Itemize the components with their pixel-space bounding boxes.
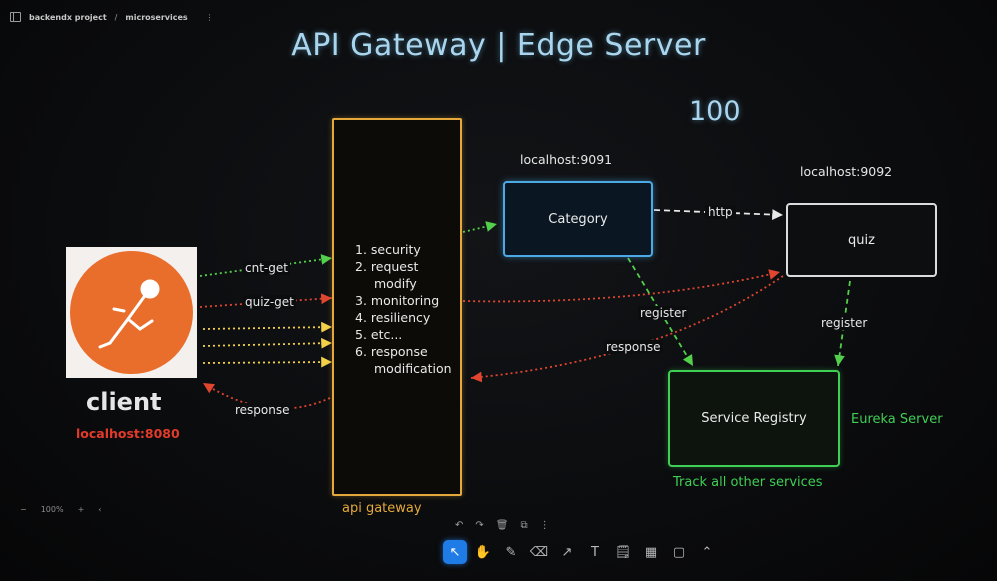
api-gateway-box[interactable] — [332, 118, 462, 496]
registry-caption: Track all other services — [673, 475, 823, 490]
edge-response-mid — [470, 275, 784, 383]
delete-icon[interactable]: 🗑 — [495, 520, 509, 531]
breadcrumb: backendx project / microservices ⋮ — [10, 8, 214, 26]
quiz-host: localhost:9092 — [800, 164, 893, 179]
service-registry-label: Service Registry — [701, 411, 807, 426]
gateway-feature: 2. request — [355, 259, 419, 274]
breadcrumb-project[interactable]: backendx project — [29, 12, 107, 22]
text-tool-icon[interactable]: T — [591, 544, 599, 560]
eureka-server-label: Eureka Server — [851, 412, 943, 427]
eraser-tool-icon[interactable]: ⌫ — [529, 544, 549, 560]
more-options-icon[interactable]: ⋮ — [205, 12, 214, 22]
edge-label-quiz-get: quiz-get — [243, 295, 296, 309]
edge-response-left — [202, 382, 331, 410]
zoom-controls: − 100% + ‹ — [20, 505, 101, 514]
postman-logo-icon — [70, 251, 193, 374]
category-host: localhost:9091 — [520, 152, 613, 167]
edge-label-response-left: response — [233, 403, 292, 417]
hand-tool-icon[interactable]: ✋ — [474, 544, 492, 560]
gateway-feature-list: 1. security 2. request modify 3. monitor… — [355, 241, 452, 377]
client-logo — [66, 247, 197, 378]
gateway-feature: 5. etc... — [355, 327, 403, 342]
gateway-feature: 3. monitoring — [355, 293, 440, 308]
edge-label-http: http — [705, 205, 736, 219]
gateway-feature: 4. resiliency — [355, 310, 431, 325]
edge-yellow-1 — [202, 321, 333, 333]
diagram-title: API Gateway | Edge Server — [291, 28, 706, 63]
edge-gateway-category — [462, 221, 498, 233]
edge-label-response-mid: response — [604, 340, 663, 354]
undo-icon[interactable]: ↶ — [455, 520, 464, 531]
more-icon[interactable]: ⋮ — [539, 520, 550, 531]
zoom-out-button[interactable]: − — [20, 505, 27, 514]
gateway-feature: 6. response — [355, 344, 428, 359]
counter-text: 100 — [689, 96, 741, 127]
gateway-caption: api gateway — [342, 501, 422, 516]
arrow-tool-icon[interactable]: ↗ — [561, 544, 573, 560]
note-tool-icon[interactable]: 🗒 — [614, 544, 632, 560]
breadcrumb-separator: / — [114, 12, 118, 22]
edge-yellow-2 — [202, 337, 333, 349]
edge-label-cnt-get: cnt-get — [243, 261, 290, 275]
redo-icon[interactable]: ↷ — [475, 520, 484, 531]
edge-label-register-quiz: register — [819, 316, 870, 330]
edge-yellow-3 — [202, 356, 333, 368]
frame-tool-icon[interactable]: ▢ — [672, 544, 686, 560]
gateway-feature: modify — [374, 276, 417, 291]
media-tool-icon[interactable]: ▦ — [644, 544, 658, 560]
client-host: localhost:8080 — [76, 426, 180, 441]
edge-label-register-category: register — [638, 306, 689, 320]
more-tools-icon[interactable]: ⌃ — [701, 544, 713, 560]
client-label: client — [86, 388, 162, 416]
quiz-label: quiz — [848, 232, 875, 248]
collapse-icon[interactable]: ‹ — [98, 505, 102, 514]
duplicate-icon[interactable]: ⧉ — [520, 520, 528, 531]
zoom-in-button[interactable]: + — [77, 505, 85, 514]
category-label: Category — [548, 211, 608, 227]
drawing-toolbar: ↖ ✋ ✎ ⌫ ↗ T 🗒 ▦ ▢ ⌃ — [443, 537, 719, 567]
select-tool-icon[interactable]: ↖ — [443, 540, 467, 564]
category-service-box[interactable]: Category — [503, 181, 653, 257]
service-registry-box[interactable]: Service Registry — [668, 370, 840, 467]
sidebar-toggle-icon[interactable] — [10, 12, 21, 22]
breadcrumb-page[interactable]: microservices — [125, 12, 188, 22]
quiz-service-box[interactable]: quiz — [786, 203, 937, 277]
gateway-feature: modification — [374, 361, 452, 376]
zoom-level[interactable]: 100% — [40, 505, 64, 514]
pencil-tool-icon[interactable]: ✎ — [505, 544, 517, 560]
edge-gateway-quiz — [462, 269, 781, 303]
history-controls: ↶ ↷ 🗑 ⧉ ⋮ — [455, 520, 550, 531]
gateway-feature: 1. security — [355, 242, 421, 257]
